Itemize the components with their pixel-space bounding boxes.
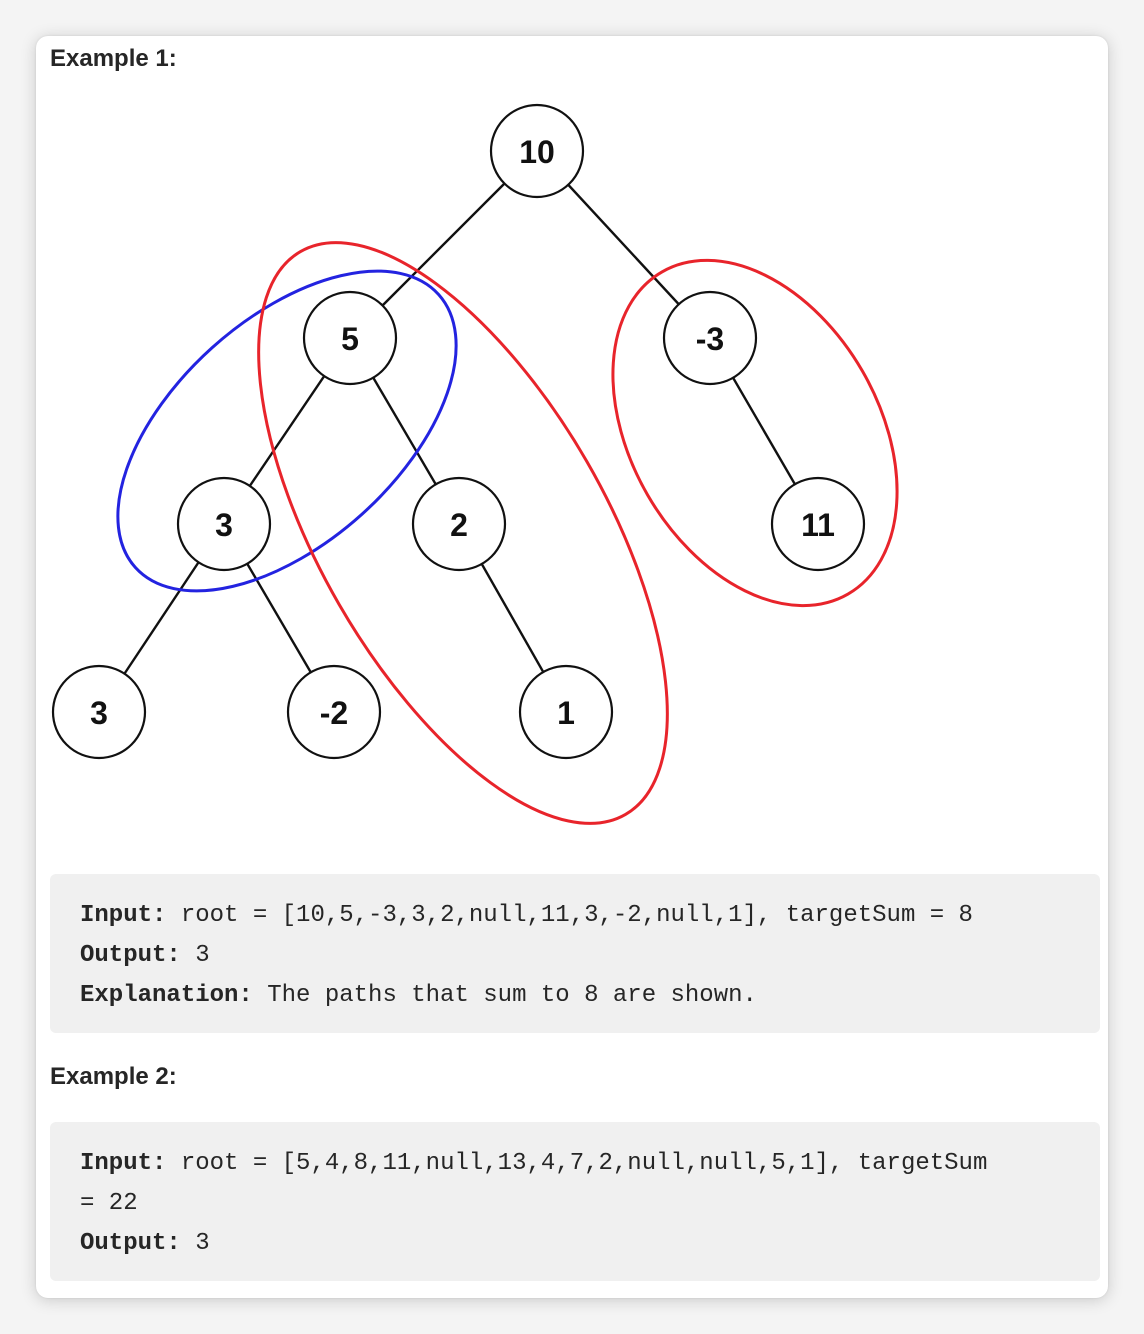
node-label: -2 bbox=[320, 695, 348, 731]
input-value-continued: = 22 bbox=[80, 1190, 138, 1217]
node-label: 3 bbox=[215, 507, 233, 543]
path-highlight-neg3-11-red bbox=[611, 258, 899, 608]
output-label: Output: bbox=[80, 1230, 181, 1257]
node-label: 1 bbox=[557, 695, 575, 731]
input-value: root = [10,5,-3,3,2,null,11,3,-2,null,1]… bbox=[166, 902, 973, 929]
problem-examples-card: Example 1: 10 5 -3 3 2 bbox=[36, 36, 1108, 1298]
example-2-code-block: Input: root = [5,4,8,11,null,13,4,7,2,nu… bbox=[50, 1122, 1100, 1281]
binary-tree-diagram: 10 5 -3 3 2 11 3 -2 bbox=[51, 103, 899, 825]
output-label: Output: bbox=[80, 942, 181, 969]
node-label: 11 bbox=[801, 507, 835, 543]
tree-node: 3 bbox=[176, 476, 272, 572]
output-line: Output: 3 bbox=[80, 1224, 1070, 1264]
path-highlight-5-2-1-red bbox=[257, 241, 669, 825]
tree-node: 1 bbox=[518, 664, 614, 760]
output-line: Output: 3 bbox=[80, 936, 1070, 976]
tree-node: 10 bbox=[489, 103, 585, 199]
tree-node: -2 bbox=[286, 664, 382, 760]
node-label: 3 bbox=[90, 695, 108, 731]
example-1-code-block: Input: root = [10,5,-3,3,2,null,11,3,-2,… bbox=[50, 874, 1100, 1033]
node-label: -3 bbox=[696, 321, 724, 357]
tree-node: 5 bbox=[302, 290, 398, 386]
tree-node: 2 bbox=[411, 476, 507, 572]
explanation-value: The paths that sum to 8 are shown. bbox=[252, 982, 757, 1009]
explanation-label: Explanation: bbox=[80, 982, 253, 1009]
input-line: Input: root = [10,5,-3,3,2,null,11,3,-2,… bbox=[80, 896, 1070, 936]
output-value: 3 bbox=[180, 1230, 210, 1257]
explanation-line: Explanation: The paths that sum to 8 are… bbox=[80, 976, 1070, 1016]
node-label: 10 bbox=[519, 134, 555, 170]
path-highlight-3-5-blue bbox=[116, 269, 458, 593]
node-label: 2 bbox=[450, 507, 468, 543]
tree-node: 3 bbox=[51, 664, 147, 760]
input-label: Input: bbox=[80, 1150, 167, 1177]
input-line: Input: root = [5,4,8,11,null,13,4,7,2,nu… bbox=[80, 1144, 1070, 1184]
output-value: 3 bbox=[180, 942, 210, 969]
node-label: 5 bbox=[341, 321, 359, 357]
example-2-heading: Example 2: bbox=[50, 1063, 177, 1090]
tree-node: -3 bbox=[662, 290, 758, 386]
input-label: Input: bbox=[80, 902, 167, 929]
tree-node: 11 bbox=[770, 476, 866, 572]
input-value: root = [5,4,8,11,null,13,4,7,2,null,null… bbox=[166, 1150, 988, 1177]
input-line-continued: = 22 bbox=[80, 1184, 1070, 1224]
example-1-heading: Example 1: bbox=[50, 45, 177, 72]
